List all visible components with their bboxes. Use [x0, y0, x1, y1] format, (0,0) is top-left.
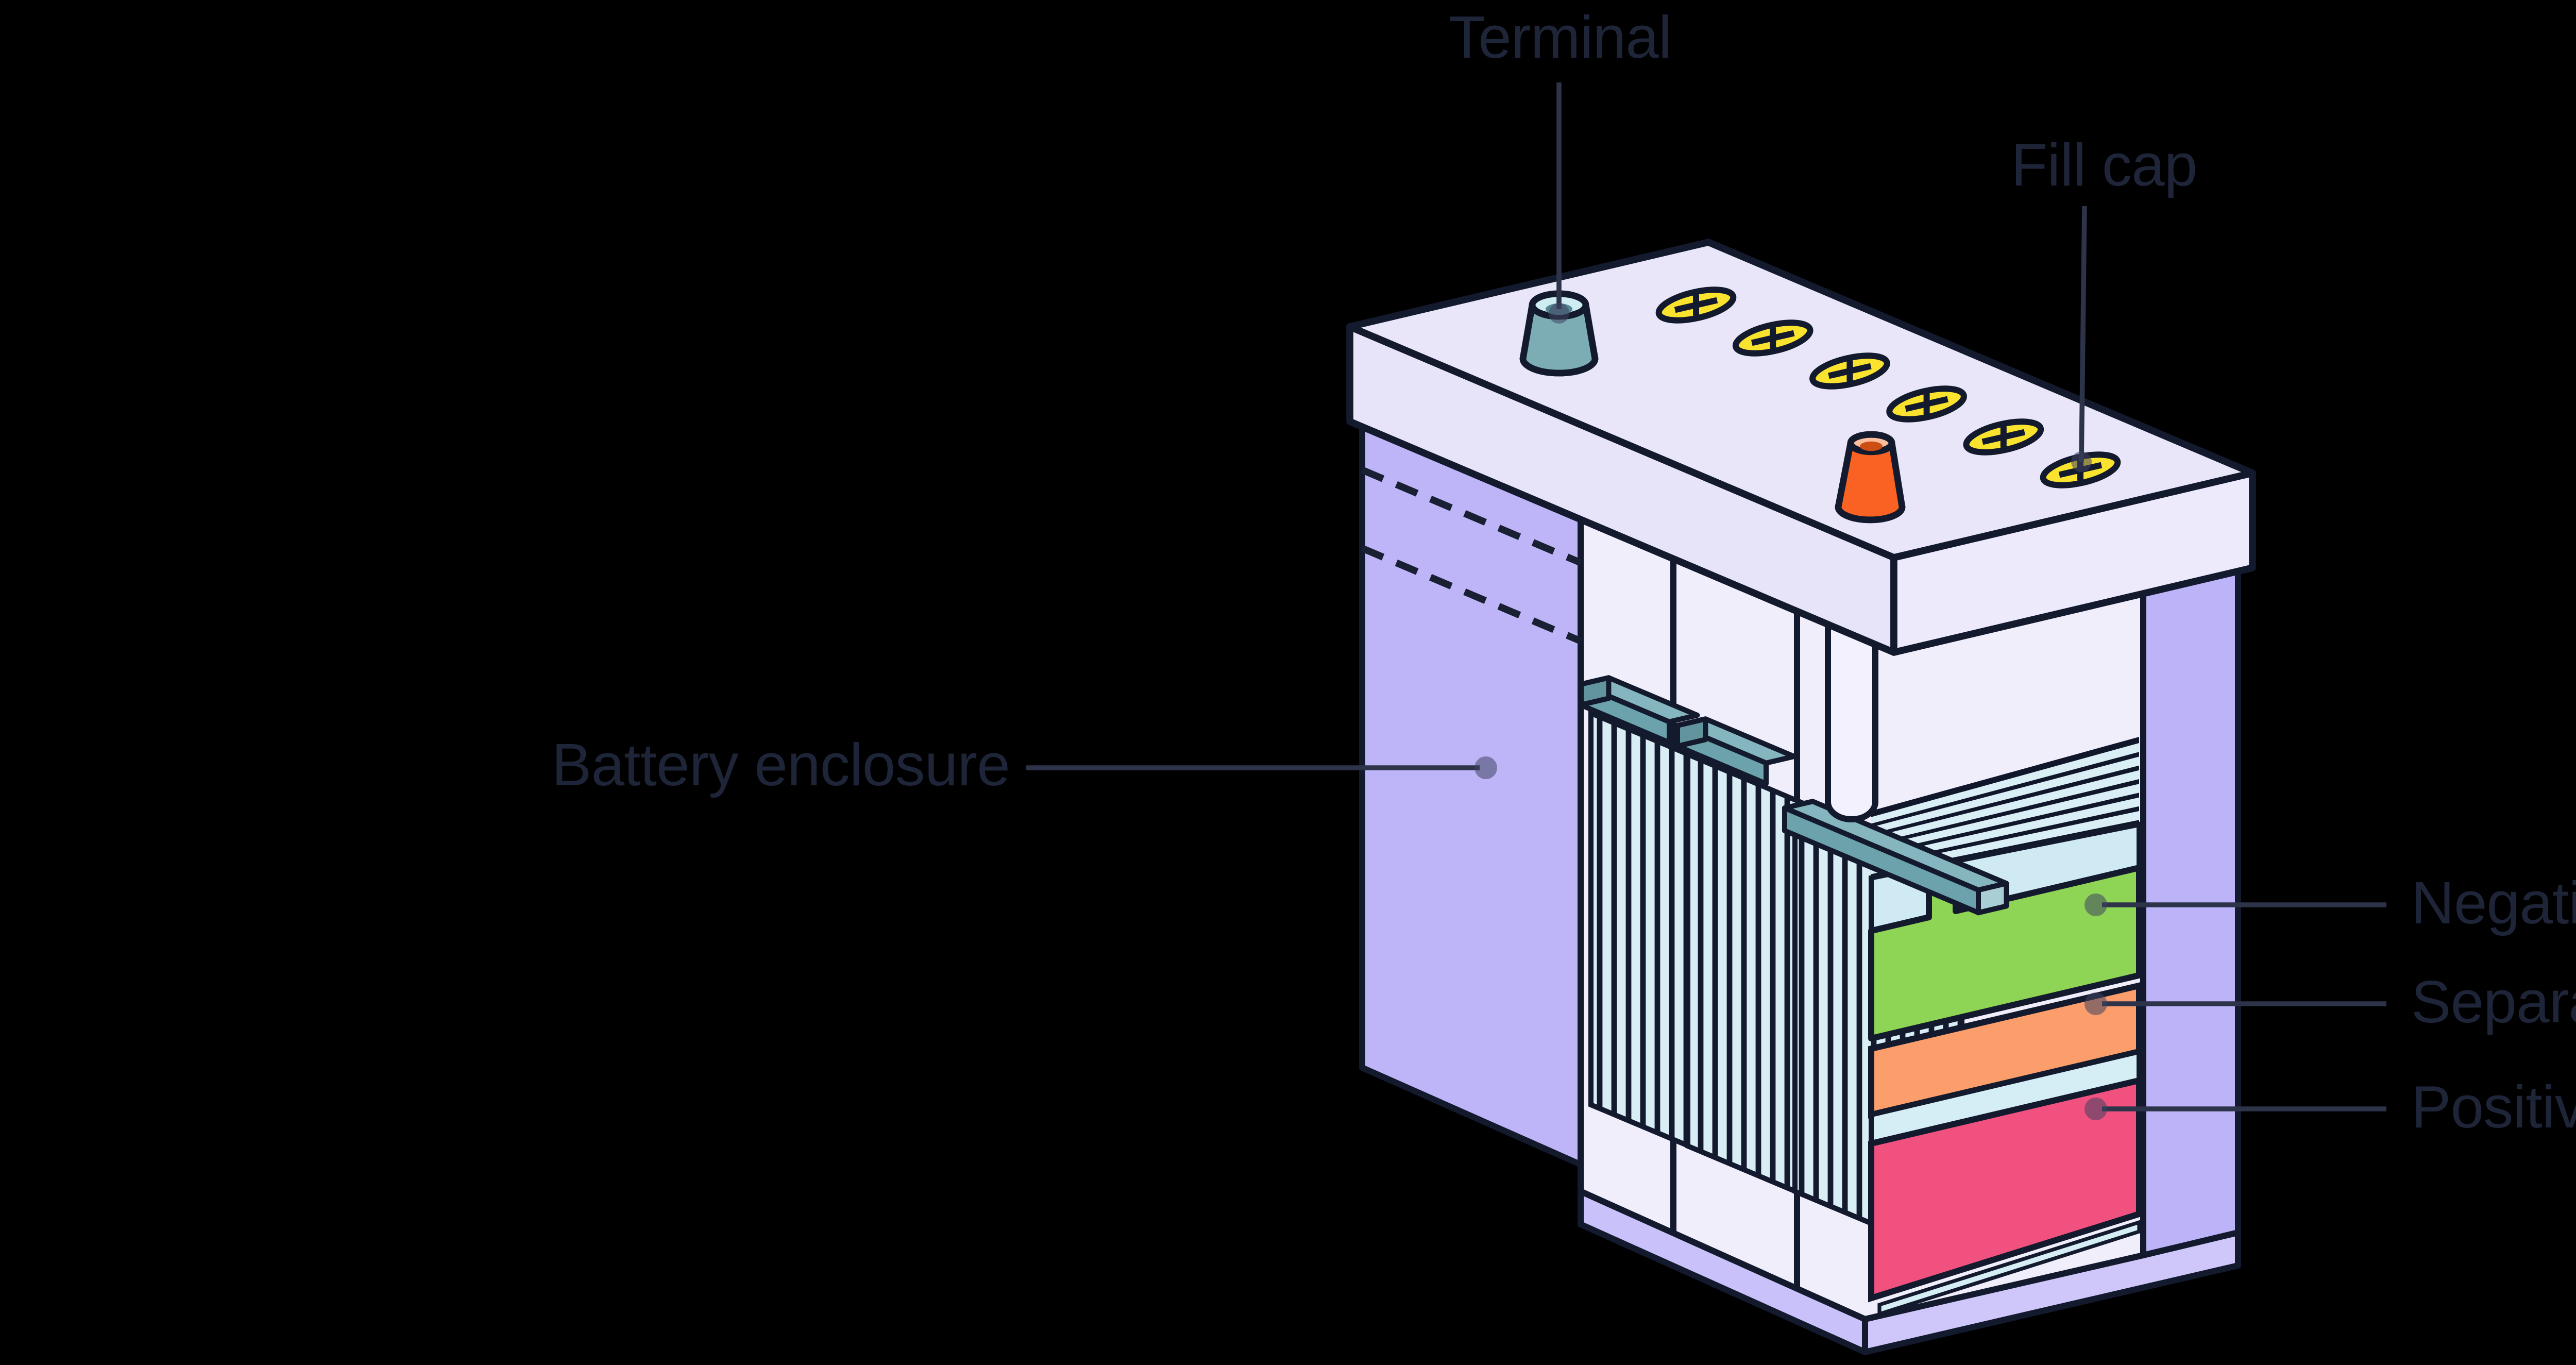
label-fill-cap: Fill cap [2011, 134, 2197, 200]
battery-enclosure-leader-dot [1475, 756, 1497, 779]
label-negative-plate: Negative plate [2411, 872, 2576, 938]
leader-lines [1026, 82, 2386, 1111]
fill-cap-icon [1732, 319, 1814, 357]
terminal-leader-dot [1549, 303, 1569, 324]
label-battery-enclosure: Battery enclosure [551, 734, 1010, 800]
positive-plate-face [1868, 1076, 2142, 1303]
negative-terminal [1519, 290, 1599, 377]
fill-cap-icon [1886, 385, 1967, 423]
label-terminal: Terminal [1449, 6, 1672, 72]
fill-cap-icon [1655, 287, 1737, 324]
fill-cap-icon [1809, 352, 1890, 390]
enclosure-left-wall [1359, 423, 1584, 1168]
fill-cap-leader-dot [2071, 451, 2092, 472]
terminal-post [1825, 621, 1878, 822]
cell3-layered-plates [1868, 737, 2142, 1317]
enclosure-right-wall [2140, 568, 2241, 1258]
positive-terminal [1835, 431, 1906, 524]
plate-bottom-edge [1877, 1220, 2141, 1317]
plate-top-edges [1871, 743, 2139, 874]
separator-leader-dot [2084, 992, 2107, 1015]
negative-plate-leader-dot [2084, 894, 2107, 916]
fill-cap-icon [1963, 418, 2044, 456]
negative-plate-face [1868, 865, 2142, 1042]
label-separator: Separator [2411, 971, 2576, 1037]
electrolyte-level-dash-1 [1361, 466, 1582, 566]
electrolyte-level-dash-2 [1361, 545, 1582, 645]
positive-plate-leader-dot [2084, 1098, 2107, 1120]
fill-cap-leader-line [2079, 206, 2087, 462]
label-positive-plate: Positive plate [2411, 1076, 2576, 1142]
leader-dots [1475, 303, 2107, 1120]
cell3-bus-bar [1782, 799, 2009, 916]
cell2-bus-bar [1675, 716, 1797, 786]
